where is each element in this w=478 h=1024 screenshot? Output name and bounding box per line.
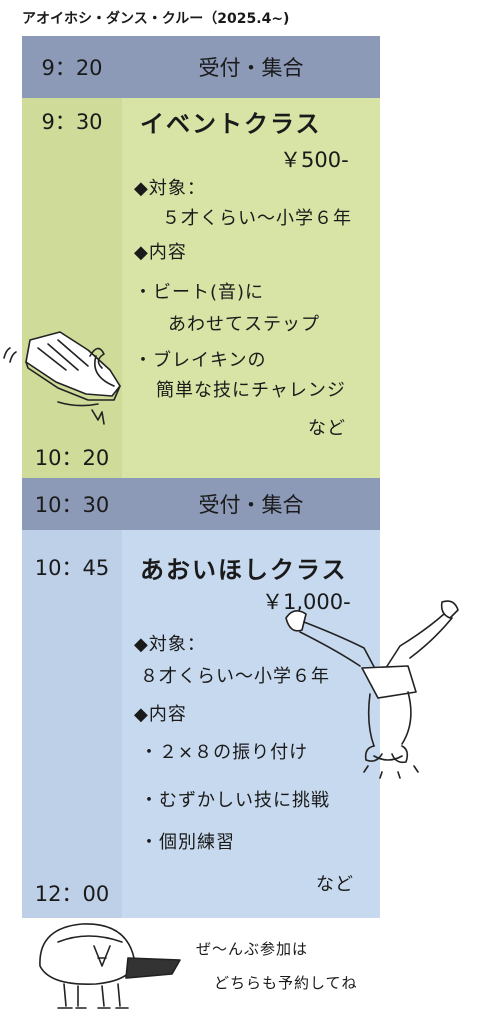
cap-kid-icon xyxy=(39,923,181,1009)
class1-content-heading: ◆内容 xyxy=(134,242,187,263)
class2-start-time: 10：45 xyxy=(34,556,110,580)
footer-line-2: どちらも予約してね xyxy=(214,974,358,992)
class1-etc: など xyxy=(308,418,346,439)
reception-band-1: 9：20 受付・集合 xyxy=(22,36,380,98)
sneaker-icon xyxy=(3,331,121,425)
reception-label-1: 受付・集合 xyxy=(198,56,304,80)
class2-content-heading: ◆内容 xyxy=(134,704,187,725)
event-class-section: 9：30 イベントクラス ￥500- ◆対象： ５才くらい〜小学６年 ◆内容 ・… xyxy=(22,98,380,478)
reception-band-2: 10：30 受付・集合 xyxy=(22,478,380,530)
class2-content-item-1: ・２×８の振り付け xyxy=(140,742,309,763)
class1-name: イベントクラス xyxy=(140,110,322,138)
reception-label-2: 受付・集合 xyxy=(198,493,304,517)
class2-etc: など xyxy=(316,874,354,895)
class2-target-heading: ◆対象： xyxy=(134,634,206,655)
class2-end-time: 12：00 xyxy=(34,882,110,906)
class1-price: ￥500- xyxy=(280,148,349,172)
class1-end-time: 10：20 xyxy=(34,446,110,470)
class2-target: ８才くらい〜小学６年 xyxy=(140,666,330,687)
class2-content-item-2: ・むずかしい技に挑戦 xyxy=(140,790,330,811)
class1-content-item-3: ・ブレイキンの xyxy=(134,350,267,371)
time-column xyxy=(22,530,122,918)
class1-content-item-1: ・ビート(音)に xyxy=(134,282,265,303)
aoihoshi-class-section: 10：45 あおいほしクラス ￥1,000- ◆対象： ８才くらい〜小学６年 ◆… xyxy=(22,530,380,918)
reception-time-2: 10：30 xyxy=(34,493,110,517)
footer-line-1: ぜ〜んぶ参加は xyxy=(196,940,309,958)
class1-content-item-2: あわせてステップ xyxy=(168,314,320,335)
reception-time-1: 9：20 xyxy=(41,56,103,80)
class2-content-item-3: ・個別練習 xyxy=(140,832,235,853)
class1-target: ５才くらい〜小学６年 xyxy=(162,208,352,229)
time-column xyxy=(22,98,122,478)
class1-target-heading: ◆対象： xyxy=(134,178,206,199)
class2-name: あおいほしクラス xyxy=(140,556,348,584)
class1-start-time: 9：30 xyxy=(41,110,103,134)
handstand-dancer-icon xyxy=(285,600,459,779)
class2-price: ￥1,000- xyxy=(262,590,351,614)
page-title: アオイホシ・ダンス・クルー（2025.4~) xyxy=(22,11,290,27)
class1-content-item-4: 簡単な技にチャレンジ xyxy=(156,380,346,401)
